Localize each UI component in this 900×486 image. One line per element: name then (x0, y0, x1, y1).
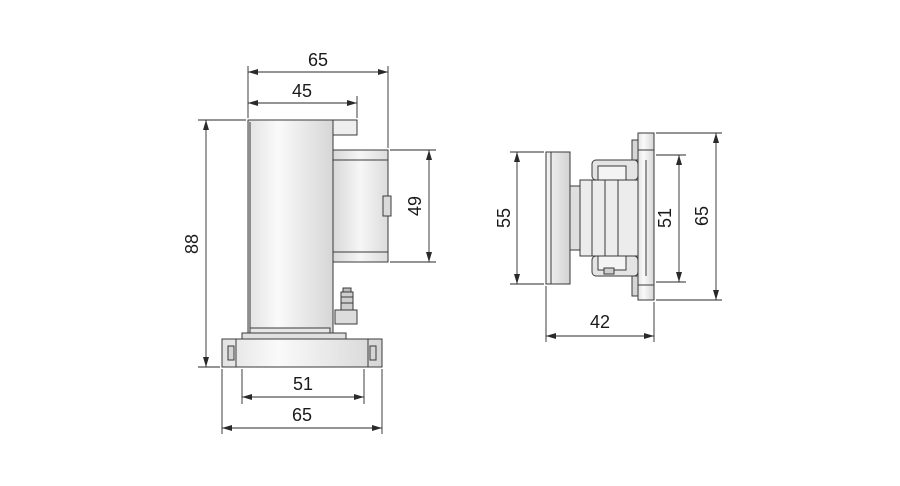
dim-label-45: 45 (292, 81, 312, 101)
end-flange (631, 132, 655, 301)
dim-label-65-top: 65 (308, 50, 328, 70)
dim-cap: 55 (494, 151, 544, 285)
side-box (332, 149, 392, 263)
dim-inner: 51 (655, 154, 686, 283)
dim-base-outer: 65 (221, 369, 383, 434)
base-flange (221, 338, 383, 368)
dim-label-88: 88 (182, 234, 202, 254)
dim-label-65-end: 65 (692, 206, 712, 226)
dim-height: 88 (182, 119, 246, 368)
dim-overall-width: 65 (247, 50, 389, 148)
dim-outer: 65 (656, 132, 722, 301)
end-body (569, 159, 639, 277)
dim-label-51-bottom: 51 (293, 374, 313, 394)
dim-box-height: 49 (390, 149, 436, 263)
dim-label-55: 55 (494, 208, 514, 228)
side-view: 65 45 88 49 (182, 50, 436, 434)
dim-label-49: 49 (405, 196, 425, 216)
dim-body-width: 45 (248, 81, 358, 118)
end-cap (545, 151, 571, 285)
dim-depth: 42 (545, 286, 655, 342)
lower-collar (241, 327, 347, 340)
connector-fitting (334, 287, 358, 325)
cylinder-body (247, 119, 358, 334)
dim-label-42: 42 (590, 312, 610, 332)
end-view: 55 51 65 42 (494, 132, 722, 342)
dim-label-51-end: 51 (655, 208, 675, 228)
dim-base-inner: 51 (241, 369, 365, 404)
dim-label-65-bottom: 65 (292, 405, 312, 425)
